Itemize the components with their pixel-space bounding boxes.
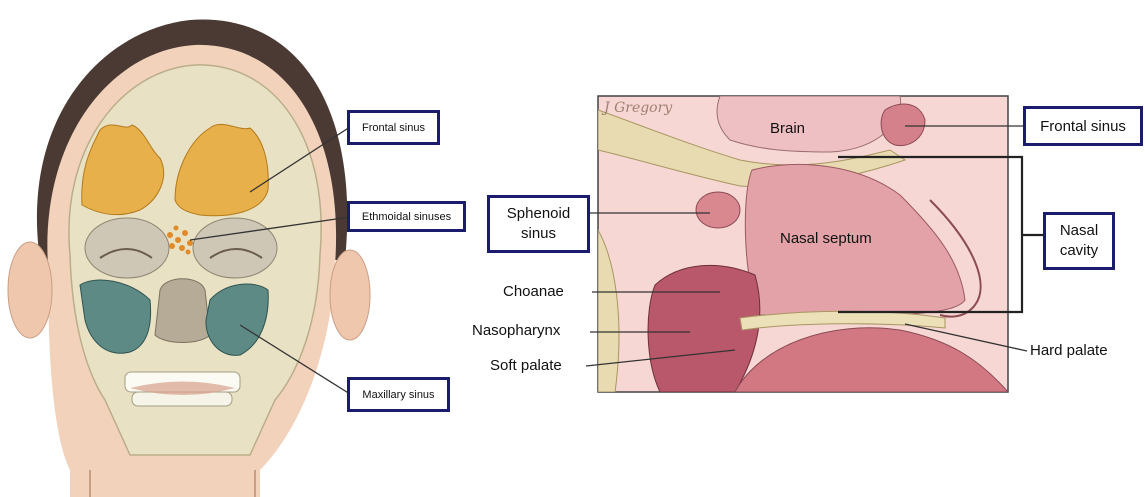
artist-signature: J Gregory xyxy=(604,100,672,116)
right-ear xyxy=(330,250,370,340)
brain-label: Brain xyxy=(770,120,805,137)
sphenoid-sinus-label-line2: sinus xyxy=(521,224,556,244)
nasal-cavity-label-line2: cavity xyxy=(1060,241,1098,261)
frontal-sinus-label-box: Frontal sinus xyxy=(347,110,440,145)
nasal-cavity-label-line1: Nasal xyxy=(1060,221,1098,241)
nasopharynx-label: Nasopharynx xyxy=(472,322,560,339)
soft-palate-label: Soft palate xyxy=(490,357,562,374)
nasal-septum-label: Nasal septum xyxy=(780,230,872,247)
frontal-sinus-right-label-box: Frontal sinus xyxy=(1023,106,1143,146)
sphenoid-sinus-label-line1: Sphenoid xyxy=(507,204,570,224)
ethmoidal-sinuses-label: Ethmoidal sinuses xyxy=(362,211,451,223)
hard-palate-label: Hard palate xyxy=(1030,342,1108,359)
maxillary-sinus-label: Maxillary sinus xyxy=(362,389,434,401)
frontal-sinus-label: Frontal sinus xyxy=(362,122,425,134)
nasal-aperture xyxy=(155,279,210,343)
ethmoidal-sinuses-label-box: Ethmoidal sinuses xyxy=(347,201,466,232)
nasal-cavity-label-box: Nasal cavity xyxy=(1043,212,1115,270)
sphenoid-sinus-label-box: Sphenoid sinus xyxy=(487,195,590,253)
choanae-label: Choanae xyxy=(503,283,564,300)
left-ear xyxy=(8,242,52,338)
frontal-sinus-right-label: Frontal sinus xyxy=(1040,118,1126,135)
maxillary-sinus-label-box: Maxillary sinus xyxy=(347,377,450,412)
sphenoid-sinus-shape xyxy=(696,192,740,228)
